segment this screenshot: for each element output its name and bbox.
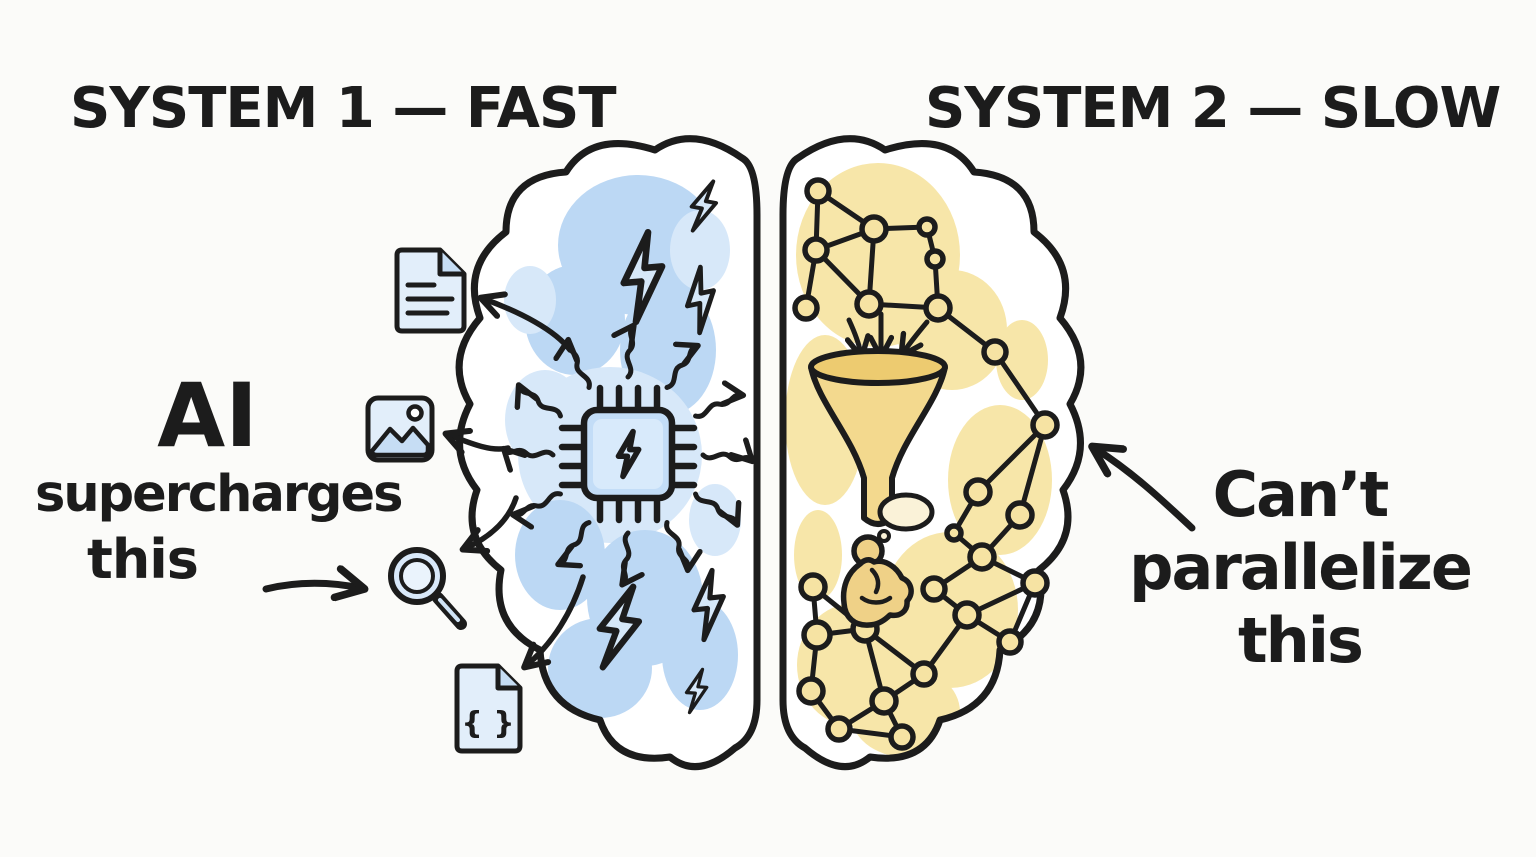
document-icon [394,247,467,334]
output-arrows [449,299,586,665]
network-graph-icon [792,177,1060,751]
system1-title: SYSTEM 1 — FAST [70,76,617,141]
right-annotation: Can’t parallelize this [1105,458,1495,677]
thinking-person-icon [840,492,935,628]
supercharges-arrow [262,583,360,589]
left-annotation: AI supercharges this [35,364,403,591]
thought-bubble-dot [877,529,891,543]
funnel-icon [808,311,948,527]
right-annotation-line3: this [1238,604,1364,678]
thought-bubble-icon [877,492,935,532]
right-annotation-line1: Can’t [1212,458,1390,531]
search-icon [388,547,467,630]
left-annotation-line2: supercharges [35,465,403,524]
code-file-icon: { } [454,663,523,754]
cant-parallelize-arrow [1096,449,1196,532]
code-braces-glyph: { } [461,706,514,741]
system2-title: SYSTEM 2 — SLOW [925,76,1501,141]
left-annotation-line1: AI [157,364,258,467]
chip-icon [558,384,698,524]
right-annotation-line2: parallelize [1129,531,1473,605]
image-icon [365,395,435,463]
left-annotation-line3: this [87,527,199,591]
